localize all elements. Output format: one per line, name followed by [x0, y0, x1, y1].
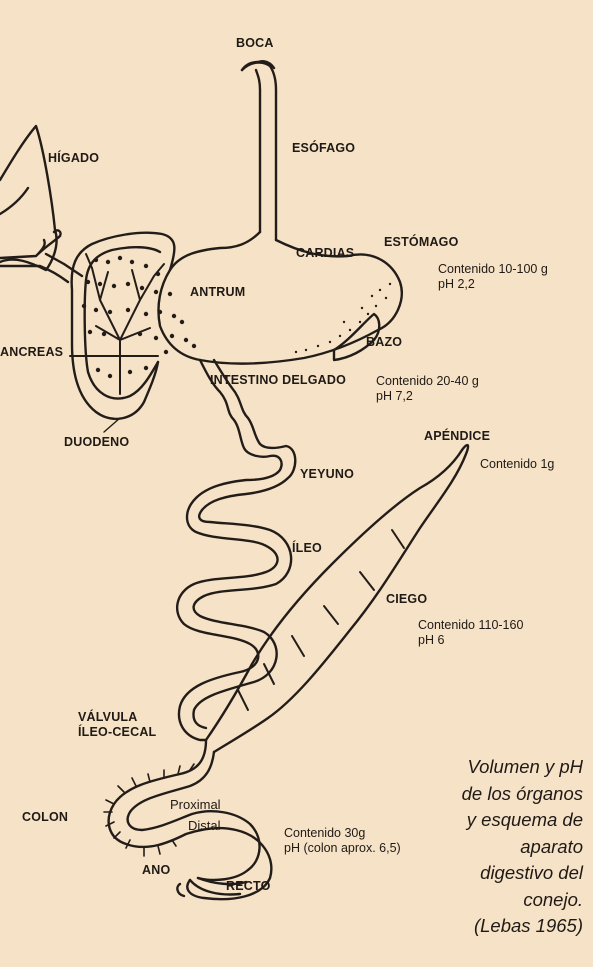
colon-contents-ph: pH (colon aprox. 6,5): [284, 841, 401, 856]
colon-inner: [128, 752, 260, 880]
cecum-contents-amount: Contenido 110-160: [418, 618, 523, 633]
caption-line-5: digestivo del: [393, 860, 583, 887]
label-yeyuno: YEYUNO: [300, 467, 354, 481]
caption-line-6: conejo.: [393, 887, 583, 914]
label-intestino-delgado: INTESTINO DELGADO: [210, 373, 346, 387]
intestine-contents-amount: Contenido 20-40 g: [376, 374, 479, 389]
label-ano: ANO: [142, 863, 170, 877]
label-colon: COLON: [22, 810, 68, 824]
label-cardias: CARDIAS: [296, 246, 354, 260]
label-ileo-cecal: ÍLEO-CECAL: [78, 725, 156, 739]
caption-line-7: (Lebas 1965): [393, 913, 583, 940]
label-pancreas: ANCREAS: [0, 345, 63, 359]
label-antrum: ANTRUM: [190, 285, 245, 299]
cecum-contents: Contenido 110-160 pH 6: [418, 618, 523, 648]
caption-line-4: aparato: [393, 834, 583, 861]
stomach-inner-curve: [85, 247, 160, 398]
cecum-folds: [238, 530, 404, 710]
label-ileo: ÍLEO: [292, 541, 322, 555]
label-bazo: BAZO: [366, 335, 402, 349]
label-ciego: CIEGO: [386, 592, 427, 606]
label-apendice: APÉNDICE: [424, 429, 490, 443]
cecum-contents-ph: pH 6: [418, 633, 523, 648]
label-valvula: VÁLVULA: [78, 710, 138, 724]
anus: [177, 884, 184, 896]
stomach-contents: Contenido 10-100 g pH 2,2: [438, 262, 548, 292]
caption-line-2: de los órganos: [393, 781, 583, 808]
appendix-contents-amount: Contenido 1g: [480, 457, 554, 472]
label-boca: BOCA: [236, 36, 274, 50]
colon-contents: Contenido 30g pH (colon aprox. 6,5): [284, 826, 401, 856]
intestine-contents-ph: pH 7,2: [376, 389, 479, 404]
appendix-contents: Contenido 1g: [480, 457, 554, 472]
label-recto: RECTO: [226, 879, 271, 893]
small-intestine-inner: [194, 360, 296, 728]
figure-caption: Volumen y pH de los órganos y esquema de…: [393, 754, 583, 940]
duodeno-leader: [104, 418, 120, 432]
label-esofago: ESÓFAGO: [292, 141, 355, 155]
stomach-contents-amount: Contenido 10-100 g: [438, 262, 548, 277]
small-intestine: [177, 360, 281, 740]
liver-shape: [0, 126, 57, 270]
caption-line-3: y esquema de: [393, 807, 583, 834]
label-distal: Distal: [188, 818, 221, 833]
label-estomago: ESTÓMAGO: [384, 235, 459, 249]
intestine-contents: Contenido 20-40 g pH 7,2: [376, 374, 479, 404]
liver-inner-line: [0, 188, 28, 214]
label-proximal: Proximal: [170, 797, 221, 812]
caption-line-1: Volumen y pH: [393, 754, 583, 781]
pancreas-dots: [82, 256, 196, 378]
stomach-contents-ph: pH 2,2: [438, 277, 548, 292]
bile-duct: [0, 230, 82, 282]
label-duodeno: DUODENO: [64, 435, 129, 449]
label-higado: HÍGADO: [48, 151, 99, 165]
esophagus: [242, 63, 276, 240]
colon-contents-amount: Contenido 30g: [284, 826, 401, 841]
